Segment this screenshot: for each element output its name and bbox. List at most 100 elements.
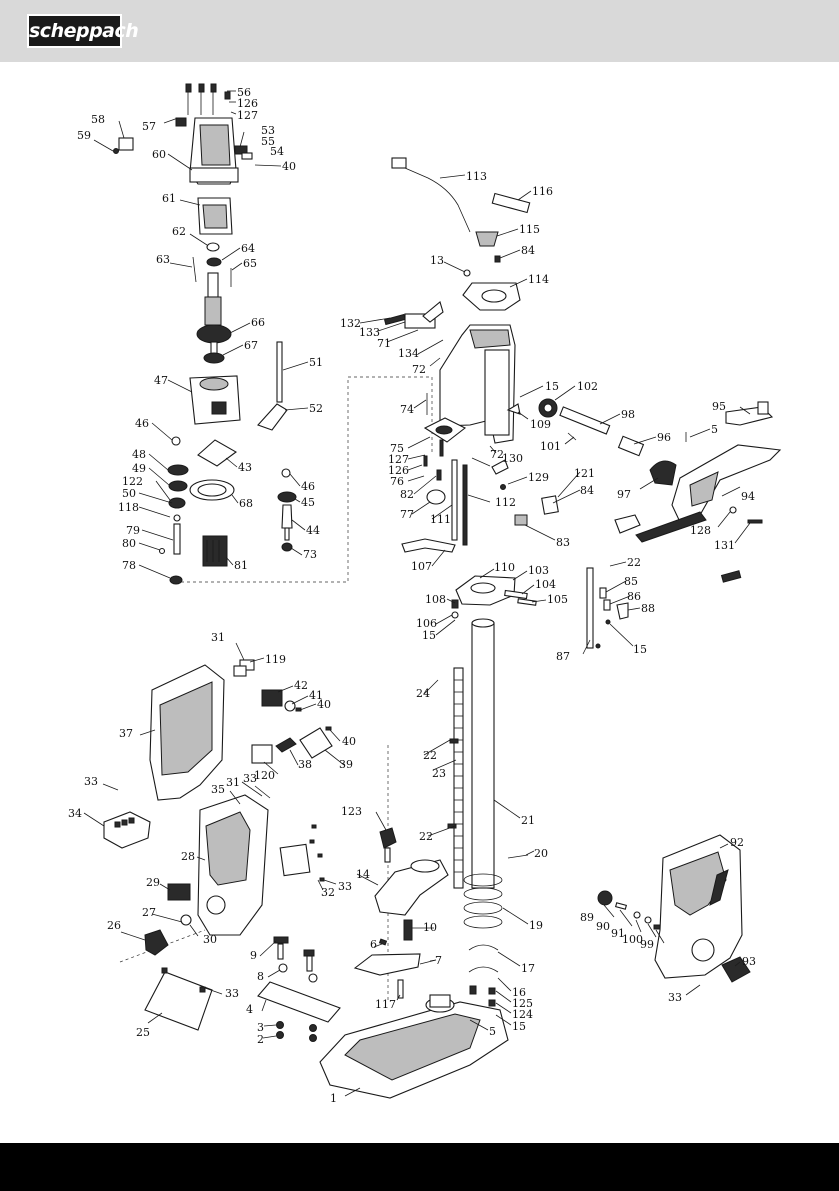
part-label: 1 <box>330 1092 337 1105</box>
part-label: 133 <box>359 326 380 339</box>
part-label: 55 <box>261 135 275 148</box>
part-label: 72 <box>490 448 504 461</box>
part-label: 49 <box>132 462 146 475</box>
part-label: 66 <box>251 316 265 329</box>
part-label: 74 <box>400 403 414 416</box>
part-label: 96 <box>657 431 671 444</box>
page-header: scheppach <box>0 0 839 62</box>
part-label: 51 <box>309 356 323 369</box>
part-label: 129 <box>528 471 549 484</box>
part-label: 120 <box>254 769 275 782</box>
part-label: 111 <box>430 513 451 526</box>
part-label: 37 <box>119 727 133 740</box>
part-label: 79 <box>126 524 140 537</box>
part-label: 68 <box>239 497 253 510</box>
part-label: 115 <box>519 223 540 236</box>
part-label: 15 <box>633 643 647 656</box>
part-label: 80 <box>122 537 136 550</box>
part-label: 102 <box>577 380 598 393</box>
part-label: 31 <box>211 631 225 644</box>
part-label: 59 <box>77 129 91 142</box>
part-label: 29 <box>146 876 160 889</box>
part-label: 57 <box>142 120 156 133</box>
part-label: 84 <box>521 244 535 257</box>
part-label: 87 <box>556 650 570 663</box>
part-label: 100 <box>622 933 643 946</box>
part-label: 56 <box>237 86 251 99</box>
part-label: 130 <box>502 452 523 465</box>
page-footer <box>0 1143 839 1191</box>
part-label: 62 <box>172 225 186 238</box>
part-label: 92 <box>730 836 744 849</box>
part-label: 33 <box>225 987 239 1000</box>
part-label: 67 <box>244 339 258 352</box>
depth-stop-assembly <box>586 567 629 649</box>
part-label: 4 <box>246 1003 253 1016</box>
part-label: 10 <box>423 921 437 934</box>
part-label: 126 <box>237 97 258 110</box>
part-label: 60 <box>152 148 166 161</box>
part-label: 132 <box>340 317 361 330</box>
exploded-parts-diagram: 56 126 127 57 58 59 53 55 54 40 60 61 62… <box>68 83 782 1105</box>
leader-lines <box>83 90 751 1097</box>
table-assembly <box>353 827 449 999</box>
part-label: 47 <box>154 374 168 387</box>
part-label: 22 <box>419 830 433 843</box>
part-label: 46 <box>135 417 149 430</box>
part-label: 134 <box>398 347 419 360</box>
part-label: 40 <box>342 735 356 748</box>
part-label: 25 <box>136 1026 150 1039</box>
drill-head-assembly <box>383 157 645 619</box>
part-label: 64 <box>241 242 255 255</box>
part-label: 121 <box>574 467 595 480</box>
part-label: 86 <box>627 590 641 603</box>
part-label: 54 <box>270 145 284 158</box>
part-label: 48 <box>132 448 146 461</box>
part-label: 42 <box>294 679 308 692</box>
part-label: 26 <box>107 919 121 932</box>
part-label: 85 <box>624 575 638 588</box>
part-label: 6 <box>370 938 377 951</box>
right-housing-assembly <box>597 834 751 983</box>
part-label: 23 <box>432 767 446 780</box>
part-label: 53 <box>261 124 275 137</box>
part-label: 127 <box>237 109 258 122</box>
part-label: 39 <box>339 758 353 771</box>
part-label: 38 <box>298 758 312 771</box>
part-label: 65 <box>243 257 257 270</box>
part-label: 33 <box>668 991 682 1004</box>
part-label: 22 <box>627 556 641 569</box>
part-number-labels: 56 126 127 57 58 59 53 55 54 40 60 61 62… <box>68 86 756 1105</box>
part-label: 82 <box>400 488 414 501</box>
part-label: 31 <box>226 776 240 789</box>
part-label: 84 <box>580 484 594 497</box>
part-label: 46 <box>301 480 315 493</box>
part-label: 119 <box>265 653 286 666</box>
part-label: 9 <box>250 949 257 962</box>
part-label: 41 <box>309 689 323 702</box>
base-assembly <box>257 936 509 1099</box>
part-label: 45 <box>301 496 315 509</box>
part-label: 58 <box>91 113 105 126</box>
part-label: 83 <box>556 536 570 549</box>
part-label: 93 <box>742 955 756 968</box>
part-label: 33 <box>338 880 352 893</box>
part-label: 117 <box>375 998 396 1011</box>
part-label: 15 <box>512 1020 526 1033</box>
part-label: 16 <box>512 986 526 999</box>
part-label: 124 <box>512 1008 533 1021</box>
part-label: 76 <box>390 475 404 488</box>
part-label: 98 <box>621 408 635 421</box>
part-label: 122 <box>122 475 143 488</box>
handle-assembly <box>614 401 782 583</box>
part-label: 103 <box>528 564 549 577</box>
part-label: 2 <box>257 1033 264 1046</box>
part-label: 127 <box>388 453 409 466</box>
part-label: 88 <box>641 602 655 615</box>
part-label: 7 <box>435 954 442 967</box>
part-label: 52 <box>309 402 323 415</box>
part-label: 40 <box>317 698 331 711</box>
part-label: 5 <box>711 423 718 436</box>
part-label: 30 <box>203 933 217 946</box>
part-label: 32 <box>321 886 335 899</box>
